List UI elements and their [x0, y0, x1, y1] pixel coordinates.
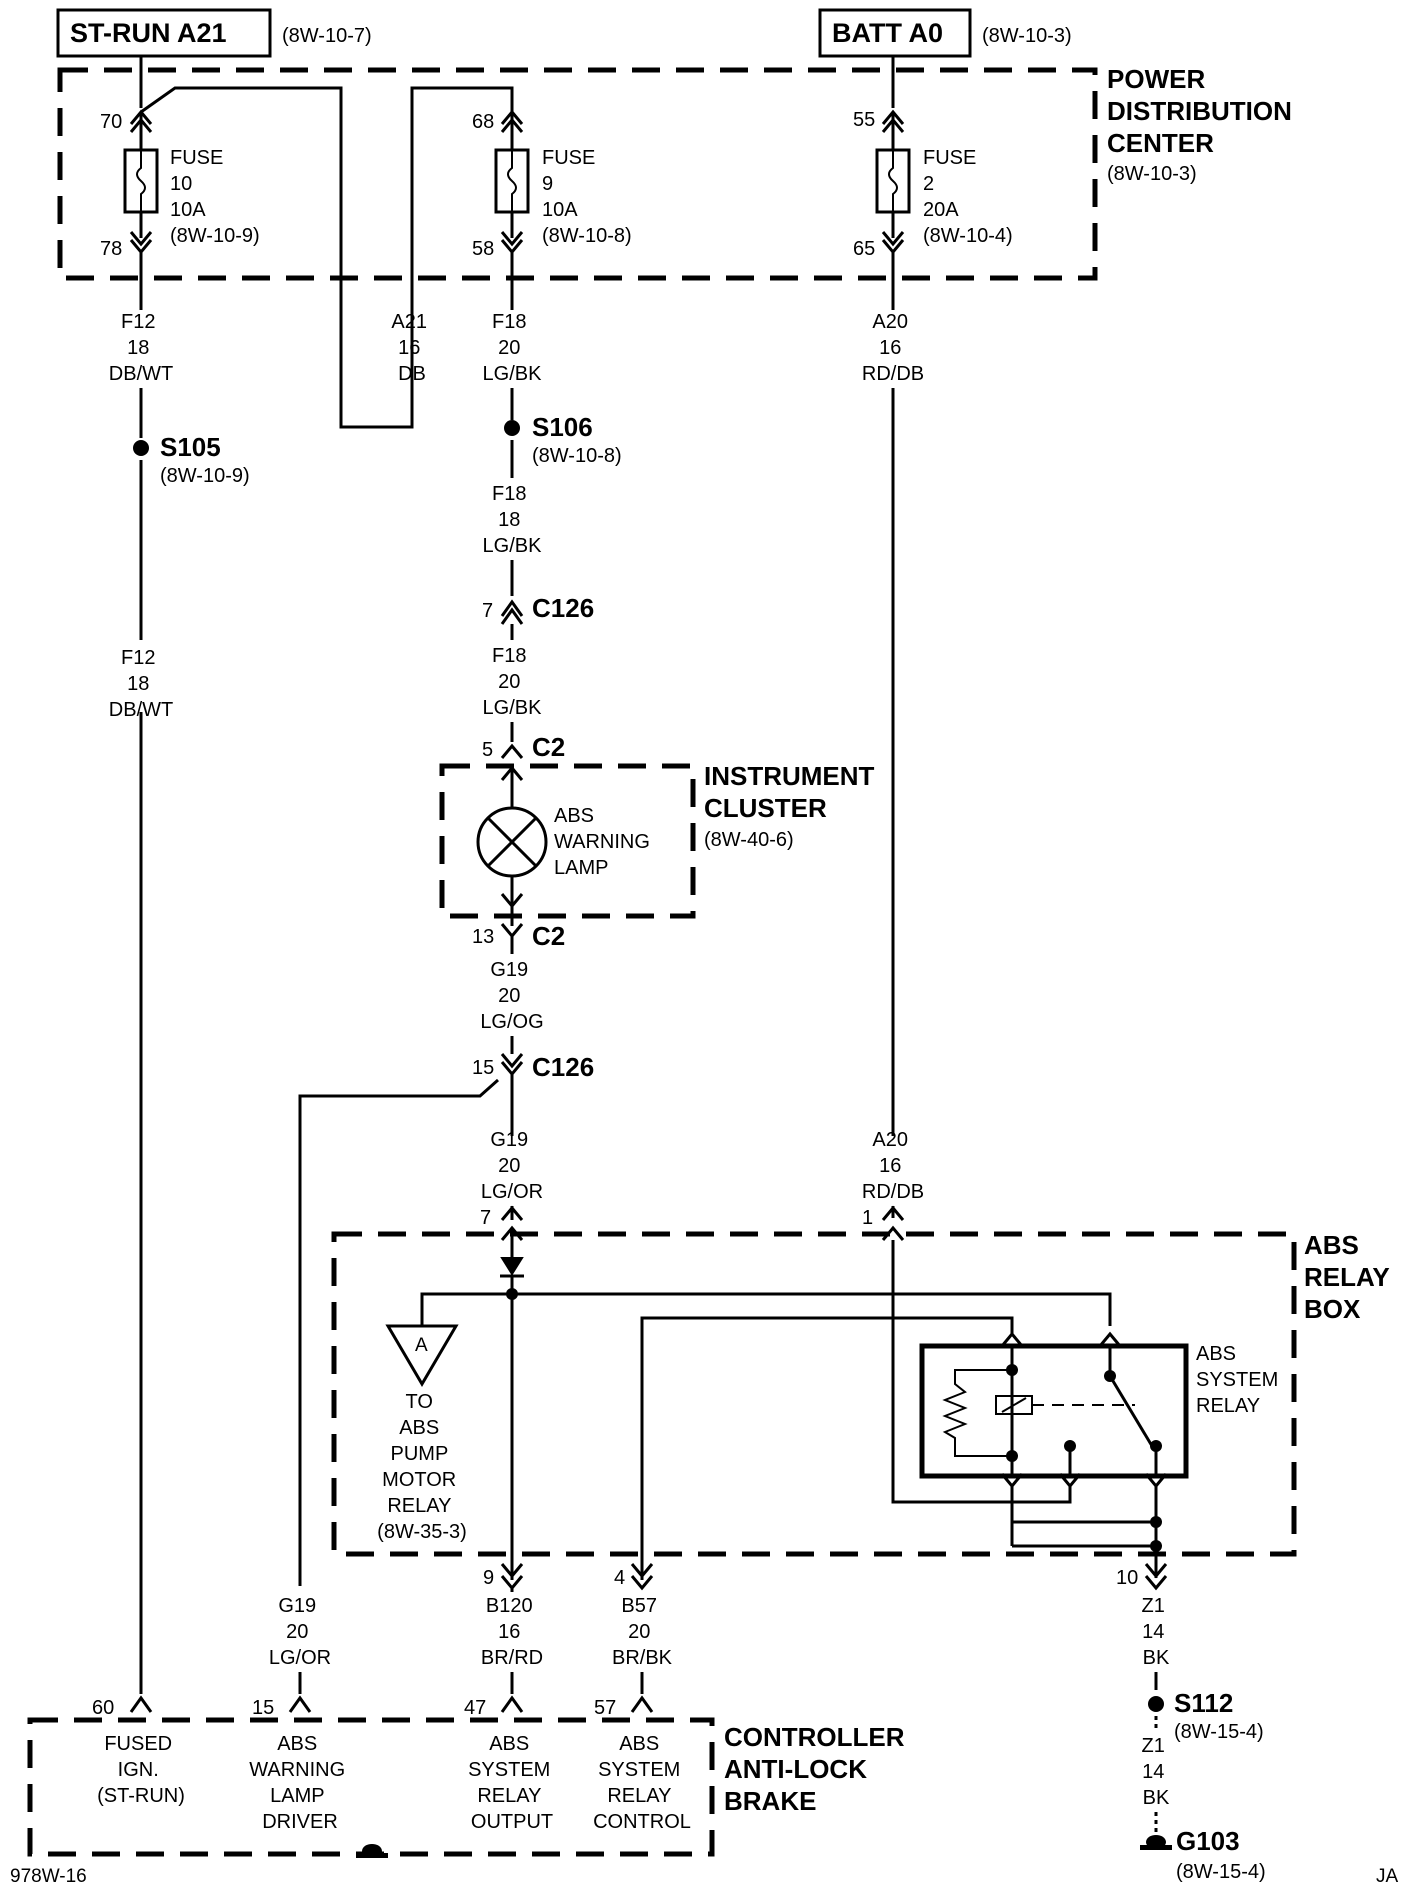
instrument-cluster-boundary: [439, 763, 696, 919]
fuse-10-pin-out: 78: [100, 238, 122, 260]
connector-c126-bottom-pin: 15: [472, 1057, 494, 1079]
relay-switch-contact: [1108, 1375, 1154, 1447]
svg-text:ABS SYSTEM RELAY: ABS SYSTEM RELAY CONTROL: [593, 1733, 691, 1833]
wire-z1-a: Z1 14 BK: [1142, 1595, 1171, 1669]
fuse-2-label: FUSE 2 20A (8W-10-4): [923, 147, 1013, 247]
splice-s106-label: S106: [532, 412, 593, 442]
connector-c126-top: [500, 599, 524, 625]
wire-a20-low: A20 16 RD/DB: [862, 1129, 924, 1203]
reference-a-label: TO ABS PUMP MOTOR RELAY (8W-35-3): [377, 1391, 467, 1543]
fuse-2-pin-in: 55: [853, 109, 875, 131]
instrument-cluster-title: INSTRUMENT CLUSTER: [704, 761, 882, 823]
abs-relay-box-title: ABS RELAY BOX: [1304, 1230, 1397, 1324]
fuse-10: 70 78 FUSE 10 10A (8W-10-9): [100, 56, 260, 310]
connector-c126-top-label: C126: [532, 593, 594, 623]
wire-f12-mid: F12 18 DB/WT: [109, 647, 173, 721]
svg-text:ABS SYSTEM RELAY: ABS SYSTEM RELAY OUTPUT: [468, 1733, 556, 1833]
wire-g19-b: G19 20 LG/OR: [481, 1129, 543, 1203]
batt-source-ref: (8W-10-3): [982, 25, 1072, 47]
ground-g103-label: G103: [1176, 1826, 1240, 1856]
connector-c126-bottom: [500, 1053, 524, 1077]
relay-pin-4: 4: [614, 1567, 625, 1589]
svg-text:60: 60: [92, 1697, 114, 1719]
abs-warning-lamp-label: ABS WARNING LAMP: [554, 805, 655, 879]
footer-code: JA: [1376, 1866, 1399, 1887]
wire-b57: B57 20 BR/BK: [612, 1595, 673, 1669]
fuse-10-label: FUSE 10 10A (8W-10-9): [170, 147, 260, 247]
connector-c2-bottom-label: C2: [532, 921, 565, 951]
pdc-title: POWER DISTRIBUTION CENTER: [1107, 64, 1299, 158]
svg-text:FUSED IGN. (ST-RUN: FUSED IGN. (ST-RUN): [97, 1733, 185, 1807]
wire-f18-mid: F18 18 LG/BK: [483, 483, 543, 557]
connector-c2-top-label: C2: [532, 732, 565, 762]
reference-a-letter: A: [415, 1335, 428, 1356]
connector-c2-top-pin: 5: [482, 739, 493, 761]
relay-pin-1-connector: [881, 1205, 905, 1241]
relay-resistor-icon: [942, 1369, 1012, 1457]
reference-a-marker-icon: [385, 1324, 459, 1387]
fuse-9: 68 58 FUSE 9 10A (8W-10-8): [472, 109, 632, 310]
splice-s105-label: S105: [160, 432, 221, 462]
splice-s106-ref: (8W-10-8): [532, 445, 622, 467]
diode-icon: [500, 1257, 524, 1276]
wire-a20-top: A20 16 RD/DB: [862, 311, 924, 385]
ground-g103-ref: (8W-15-4): [1176, 1861, 1266, 1883]
controller-pin-15: 15 ABS WARNING LAMP DRIVER: [249, 1695, 350, 1833]
svg-text:ABS WARNING LAMP: ABS WARNING LAMP DRIVER: [249, 1733, 350, 1833]
ground-icon: [1140, 1835, 1172, 1850]
splice-s112-ref: (8W-15-4): [1174, 1721, 1264, 1743]
fuse-9-pin-in: 68: [472, 111, 494, 133]
splice-s112: [1148, 1696, 1164, 1712]
controller-pin-60: 60 FUSED IGN. (ST-RUN): [92, 1695, 185, 1807]
controller-ground-icon: [356, 1844, 388, 1858]
splice-s112-label: S112: [1174, 1688, 1233, 1718]
relay-pin-4-connector: [630, 1563, 654, 1591]
footer-figure-id: 978W-16: [10, 1866, 87, 1887]
abs-warning-lamp-icon: [476, 806, 548, 878]
instrument-cluster-ref: (8W-40-6): [704, 829, 794, 851]
wire-a21: A21 16 DB: [391, 311, 432, 385]
wire-b120: B120 16 BR/RD: [481, 1595, 543, 1669]
splice-s105-ref: (8W-10-9): [160, 465, 250, 487]
wire-f18-top: F18 20 LG/BK: [483, 311, 543, 385]
relay-pin-7: 7: [480, 1207, 491, 1229]
splice-s105: [133, 440, 149, 456]
pdc-boundary: [57, 67, 1098, 281]
fuse-9-pin-out: 58: [472, 238, 494, 260]
fuse-9-label: FUSE 9 10A (8W-10-8): [542, 147, 632, 247]
abs-system-relay-label: ABS SYSTEM RELAY: [1196, 1343, 1284, 1417]
batt-source-box: [818, 8, 972, 58]
batt-source-label: BATT A0: [832, 18, 943, 48]
st-run-source-ref: (8W-10-7): [282, 25, 372, 47]
wire-g19-a: G19 20 LG/OG: [480, 959, 543, 1033]
connector-c2-top: [500, 743, 524, 759]
wire-f18-low: F18 20 LG/BK: [483, 645, 543, 719]
svg-text:57: 57: [594, 1697, 616, 1719]
controller-pin-57: 57 ABS SYSTEM RELAY CONTROL: [593, 1695, 691, 1833]
st-run-source-box: [56, 8, 272, 58]
wire-z1-b: Z1 14 BK: [1142, 1735, 1171, 1809]
fuse-2: 55 65 FUSE 2 20A (8W-10-4): [853, 56, 1013, 310]
svg-text:15: 15: [252, 1697, 274, 1719]
abs-system-relay: [919, 1343, 1189, 1479]
pdc-ref: (8W-10-3): [1107, 163, 1197, 185]
wire-g19-c: G19 20 LG/OR: [269, 1595, 331, 1669]
svg-text:47: 47: [464, 1697, 486, 1719]
controller-pin-47: 47 ABS SYSTEM RELAY OUTPUT: [464, 1695, 556, 1833]
connector-c126-bottom-label: C126: [532, 1052, 594, 1082]
wire-f12-top: F12 18 DB/WT: [109, 311, 173, 385]
connector-c2-bottom-pin: 13: [472, 926, 494, 948]
abs-relay-box-boundary: [331, 1231, 1297, 1557]
fuse-2-pin-out: 65: [853, 238, 875, 260]
relay-pin-9: 9: [483, 1567, 494, 1589]
connector-c126-top-pin: 7: [482, 600, 493, 622]
relay-pin-1: 1: [862, 1207, 873, 1229]
relay-pin-10: 10: [1116, 1567, 1138, 1589]
relay-pin-10-connector: [1144, 1563, 1168, 1591]
st-run-source-label: ST-RUN A21: [70, 18, 227, 48]
fuse-10-pin-in: 70: [100, 111, 122, 133]
controller-title: CONTROLLER ANTI-LOCK BRAKE: [724, 1722, 912, 1816]
splice-s106: [504, 420, 520, 436]
